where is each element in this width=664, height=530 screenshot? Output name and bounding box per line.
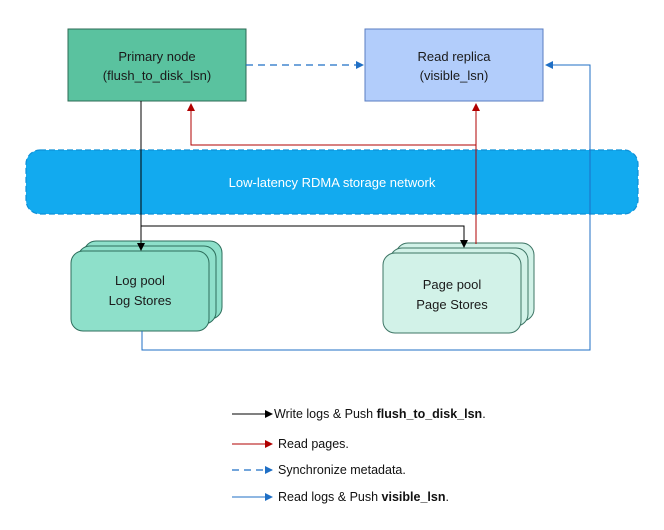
read-replica-box bbox=[364, 28, 544, 102]
network-label: Low-latency RDMA storage network bbox=[229, 175, 436, 190]
write-logs-branch bbox=[141, 225, 468, 248]
legend-item-read-logs: Read logs & Push visible_lsn. bbox=[232, 490, 449, 504]
page-pool-title: Page pool bbox=[423, 277, 482, 292]
primary-node-lsn: (flush_to_disk_lsn) bbox=[103, 68, 211, 83]
legend-label-write: Write logs & Push flush_to_disk_lsn. bbox=[274, 407, 486, 421]
read-pages-arrow-primary bbox=[187, 103, 476, 146]
read-logs-arrow bbox=[141, 61, 591, 351]
rdma-network: Low-latency RDMA storage network bbox=[25, 149, 639, 215]
legend-label-sync: Synchronize metadata. bbox=[278, 463, 406, 477]
legend-label-read-logs: Read logs & Push visible_lsn. bbox=[278, 490, 449, 504]
read-replica-title: Read replica bbox=[418, 49, 492, 64]
log-store-front bbox=[70, 250, 210, 332]
read-replica-lsn: (visible_lsn) bbox=[420, 68, 489, 83]
page-store-front bbox=[382, 252, 522, 334]
legend-label-read-pages: Read pages. bbox=[278, 437, 349, 451]
legend-item-sync: Synchronize metadata. bbox=[232, 463, 406, 477]
network-band bbox=[25, 149, 639, 215]
primary-node: Primary node (flush_to_disk_lsn) bbox=[67, 28, 247, 102]
read-replica: Read replica (visible_lsn) bbox=[364, 28, 544, 102]
log-pool-title: Log pool bbox=[115, 273, 165, 288]
log-pool: Log pool Log Stores bbox=[70, 240, 223, 332]
primary-node-box bbox=[67, 28, 247, 102]
page-pool: Page pool Page Stores bbox=[382, 242, 535, 334]
page-pool-subtitle: Page Stores bbox=[416, 297, 488, 312]
legend-item-write: Write logs & Push flush_to_disk_lsn. bbox=[232, 407, 486, 421]
legend-item-read-pages: Read pages. bbox=[232, 437, 349, 451]
primary-node-title: Primary node bbox=[118, 49, 195, 64]
legend: Write logs & Push flush_to_disk_lsn. Rea… bbox=[232, 407, 486, 504]
log-pool-subtitle: Log Stores bbox=[109, 293, 172, 308]
